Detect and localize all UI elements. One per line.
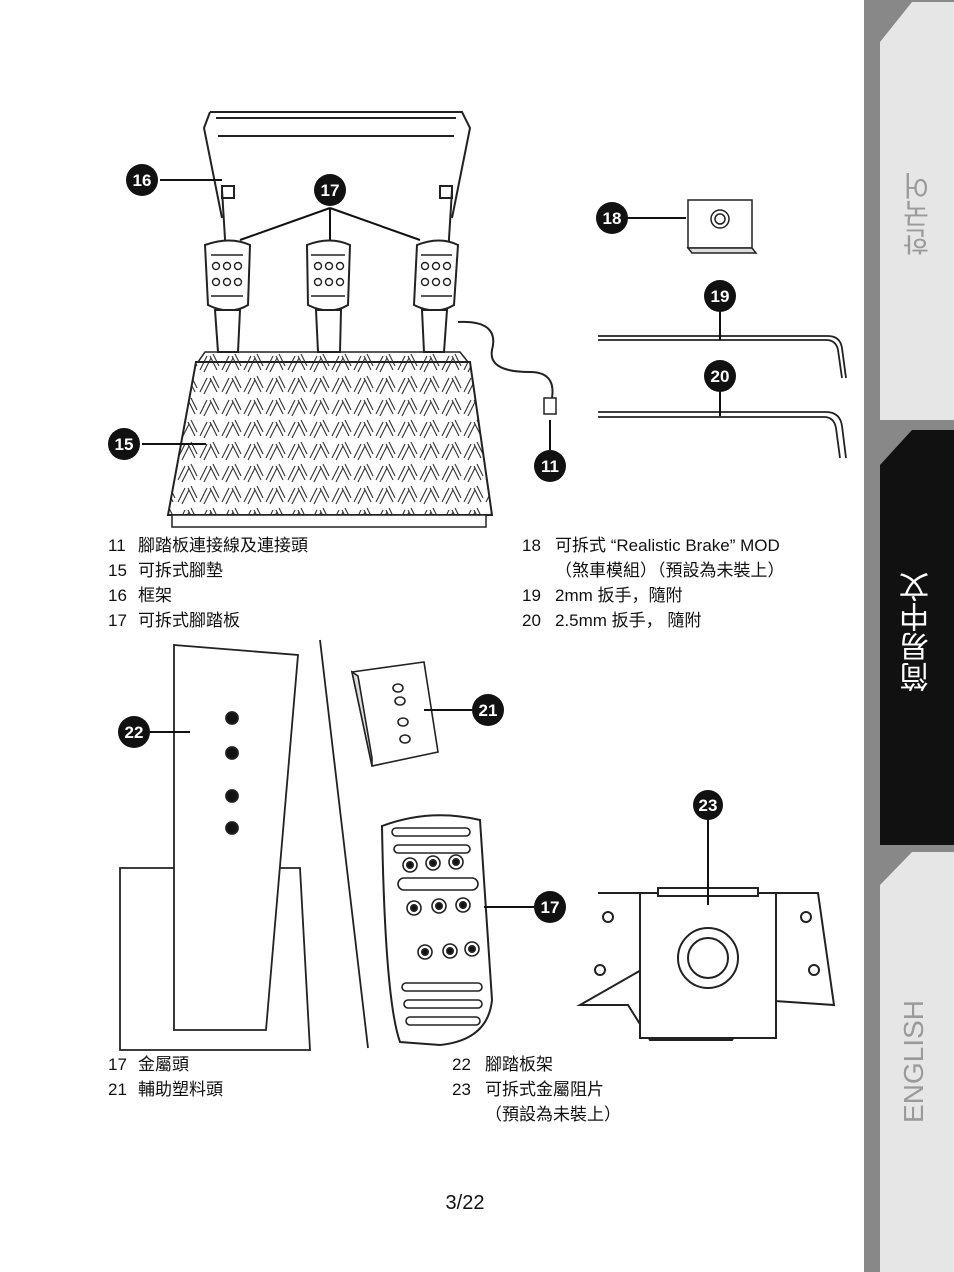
caption-item-cont: （預設為未裝上）: [485, 1105, 621, 1124]
product-illustration: 16 17 18 19 20 15 11 22 21 17 23: [108, 111, 847, 1051]
tab-korean[interactable]: 한국어: [902, 172, 933, 256]
callout-17b: 17: [534, 891, 566, 923]
svg-text:17: 17: [321, 181, 340, 200]
floor-mat: [166, 351, 494, 528]
callout-17: 17: [314, 174, 346, 206]
connector: [543, 397, 557, 415]
callout-18: 18: [596, 202, 628, 234]
pedal-cable: [457, 320, 554, 399]
tab-korean-bg: [880, 2, 954, 420]
svg-text:21: 21: [479, 701, 498, 720]
pedals: [203, 239, 460, 353]
tab-english[interactable]: ENGLISH: [898, 1000, 929, 1123]
page-number: 3/22: [445, 1192, 485, 1214]
callout-16: 16: [126, 164, 158, 196]
tab-chinese[interactable]: 简易中文: [901, 572, 934, 692]
svg-text:11: 11: [541, 457, 559, 476]
callout-badges: 16 17 18 19 20 15 11 22 21 17 23: [108, 164, 736, 923]
svg-text:23: 23: [699, 796, 718, 815]
callout-19: 19: [704, 280, 736, 312]
svg-text:16: 16: [133, 171, 152, 190]
callout-20: 20: [704, 360, 736, 392]
tab-chinese-bg: [880, 430, 954, 845]
svg-text:22: 22: [125, 723, 144, 742]
metal-stop: [576, 887, 836, 1041]
svg-text:15: 15: [115, 435, 134, 454]
svg-text:19: 19: [711, 287, 730, 306]
caption-item-cont: （煞車模組）（預設為未裝上）: [555, 561, 785, 580]
tab-english-bg: [880, 852, 954, 1272]
brake-mod: [686, 199, 758, 254]
svg-text:17: 17: [541, 898, 560, 917]
leader-lines: [142, 179, 721, 908]
callout-11: 11: [534, 450, 566, 482]
svg-text:18: 18: [603, 209, 622, 228]
callout-23: 23: [693, 790, 723, 820]
callout-21: 21: [472, 694, 504, 726]
plastic-head: [350, 661, 439, 767]
svg-text:20: 20: [711, 367, 730, 386]
hex-wrenches: [598, 335, 847, 459]
metal-head: [380, 814, 494, 1047]
callout-22: 22: [118, 716, 150, 748]
callout-15: 15: [108, 428, 140, 460]
pedal-arm: [119, 639, 369, 1051]
